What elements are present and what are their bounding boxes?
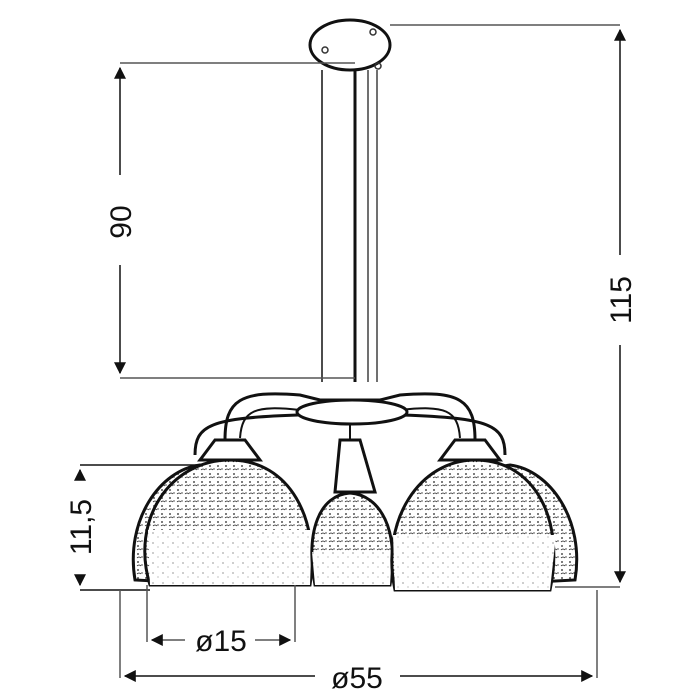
suspension-cables <box>321 70 378 382</box>
dimension-label-total-diameter: ø55 <box>331 662 383 695</box>
lamp-arms-hub <box>193 392 507 456</box>
shade-front-left <box>143 438 314 587</box>
shade-front-right <box>390 438 556 592</box>
dimension-label-shade-diameter: ø15 <box>195 625 247 658</box>
dimension-label-suspension-height: 90 <box>105 205 138 238</box>
dimension-label-total-height: 115 <box>605 276 638 324</box>
dimension-label-shade-height: 11,5 <box>65 499 98 555</box>
globe-shades <box>131 438 579 592</box>
dimension-lines <box>74 24 626 682</box>
ceiling-canopy <box>308 18 392 72</box>
shade-center <box>310 438 395 587</box>
